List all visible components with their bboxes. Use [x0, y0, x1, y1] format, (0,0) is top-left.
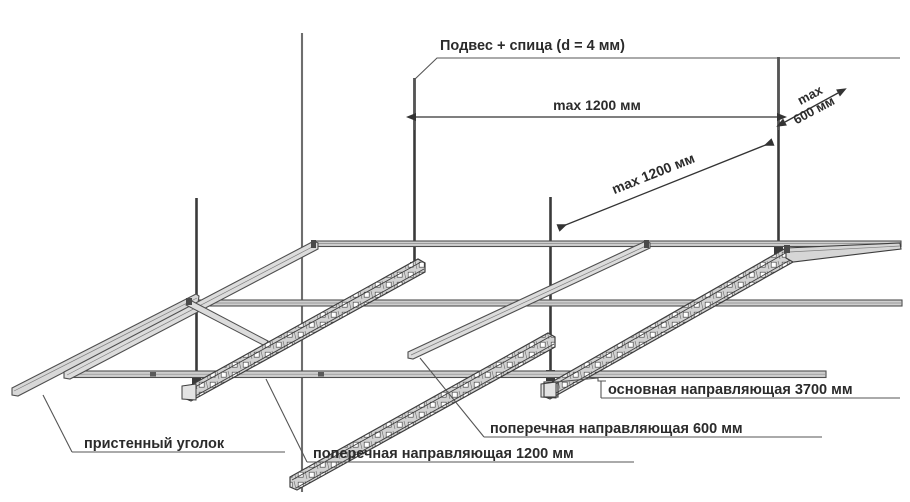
label-hanger: Подвес + спица (d = 4 мм)	[440, 38, 625, 54]
callout-main-runner: основная направляющая 3700 мм	[555, 377, 900, 399]
callout-cross-1200: поперечная направляющая 1200 мм	[265, 378, 634, 463]
leader-wall-angle	[42, 394, 73, 453]
callout-wall-angle: пристенный уголок	[42, 394, 285, 453]
dimension-horizontal: max 1200 мм	[406, 57, 787, 130]
wall-angle-left	[11, 293, 200, 397]
main-runner-2	[289, 332, 556, 491]
main-runner-1	[181, 258, 426, 402]
wall-angle-short	[185, 299, 269, 347]
main-runner-4	[785, 242, 902, 263]
cross-runner-middle	[189, 299, 903, 307]
dimension-diagonal-line	[556, 138, 775, 232]
cross-runner-top	[312, 240, 902, 248]
dimension-edge-line	[776, 88, 847, 127]
dimension-edge-600: max 600 мм	[776, 82, 847, 127]
runner-rail-joints	[186, 240, 790, 398]
label-wall-angle: пристенный уголок	[84, 436, 225, 452]
frame-geometry: max 1200 мм max 1200 мм max 600 мм Подве…	[11, 33, 903, 492]
callout-cross-600: поперечная направляющая 600 мм	[419, 357, 822, 438]
wall-angle-upper	[63, 240, 319, 380]
leader-cross-600	[419, 357, 485, 438]
callout-hanger: Подвес + спица (d = 4 мм)	[413, 38, 900, 81]
main-runner-3	[540, 247, 794, 400]
cross-runner-bottom	[65, 370, 827, 379]
dimension-diagonal: max 1200 мм	[556, 138, 775, 232]
hanger-clip-3	[192, 373, 201, 384]
label-main-runner: основная направляющая 3700 мм	[608, 382, 853, 398]
leader-main-runner	[555, 377, 606, 383]
label-cross-600: поперечная направляющая 600 мм	[490, 421, 743, 437]
leader-hanger	[413, 57, 900, 81]
label-cross-1200: поперечная направляющая 1200 мм	[313, 446, 574, 462]
leader-cross-1200	[265, 378, 308, 463]
dimension-horizontal-label: max 1200 мм	[553, 97, 641, 113]
